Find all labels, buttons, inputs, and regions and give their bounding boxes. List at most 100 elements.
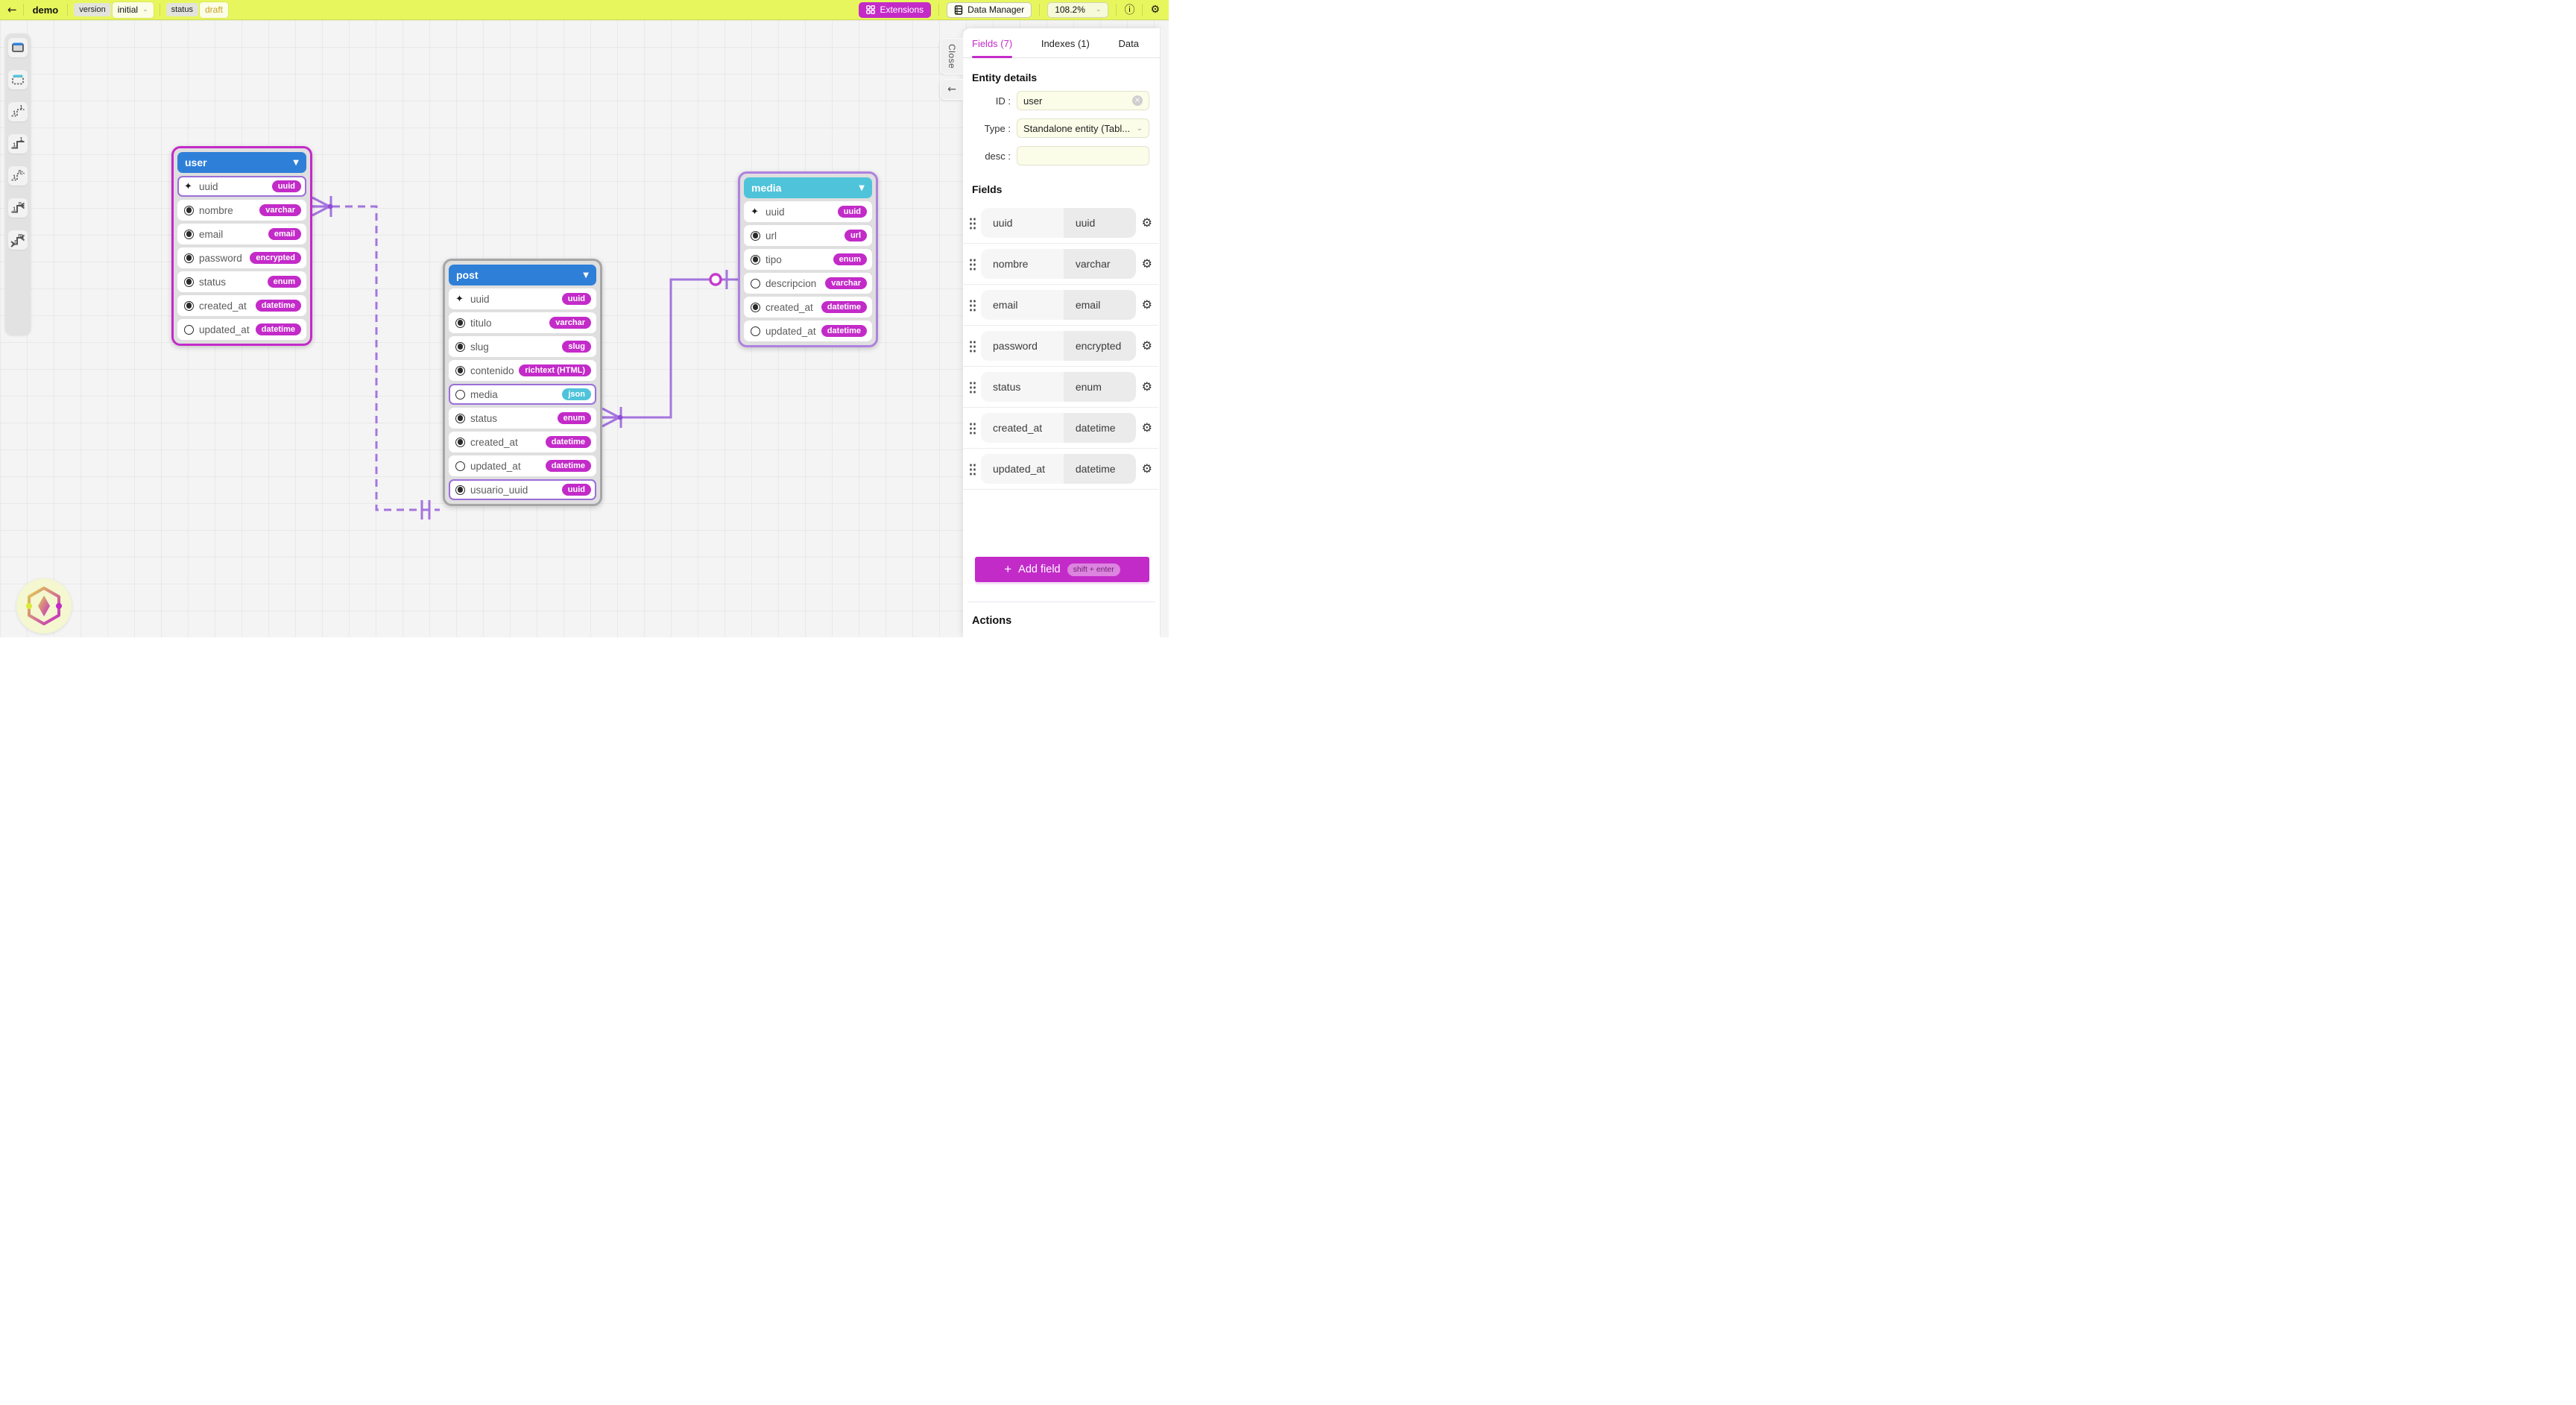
- field-name-input[interactable]: status: [981, 372, 1064, 402]
- entity-table-media[interactable]: media ▼ ✦ uuid uuid url url tipo enum de…: [738, 171, 878, 347]
- field-row[interactable]: url url: [744, 225, 872, 246]
- panel-scrollbar[interactable]: [1160, 28, 1169, 637]
- entity-id-value: user: [1023, 95, 1043, 107]
- field-row[interactable]: created_at datetime: [449, 432, 596, 452]
- field-row[interactable]: updated_at datetime: [449, 455, 596, 476]
- field-type-input[interactable]: datetime: [1063, 413, 1136, 443]
- settings-gear-icon[interactable]: ⚙: [1150, 4, 1160, 16]
- field-row[interactable]: slug slug: [449, 336, 596, 357]
- data-manager-button[interactable]: Data Manager: [947, 1, 1032, 18]
- drag-handle-icon[interactable]: [969, 380, 976, 394]
- table-title: media: [751, 182, 782, 194]
- entity-table-user[interactable]: user ▼ ✦ uuid uuid nombre varchar email …: [171, 146, 312, 346]
- field-type-input[interactable]: datetime: [1063, 454, 1136, 484]
- close-panel-tab[interactable]: Close: [940, 38, 963, 75]
- field-name: slug: [470, 341, 489, 353]
- field-name-input[interactable]: email: [981, 290, 1064, 320]
- many-to-many-relation-tool[interactable]: n m: [8, 230, 28, 250]
- tab-indexes[interactable]: Indexes (1): [1041, 38, 1090, 49]
- field-row[interactable]: ✦ uuid uuid: [177, 176, 306, 197]
- field-row[interactable]: nombre varchar: [177, 200, 306, 221]
- drag-handle-icon[interactable]: [969, 421, 976, 435]
- back-arrow-icon[interactable]: ←: [7, 3, 17, 16]
- field-row[interactable]: status enum: [449, 408, 596, 429]
- version-select[interactable]: initial ⌄: [112, 1, 154, 18]
- tab-fields[interactable]: Fields (7): [972, 38, 1013, 58]
- collapse-chevron-icon[interactable]: ▼: [293, 158, 299, 167]
- one-to-one-relation-tool[interactable]: 1 1: [8, 134, 28, 154]
- field-row[interactable]: contenido richtext (HTML): [449, 360, 596, 381]
- drag-handle-icon[interactable]: [969, 216, 976, 230]
- one-to-many-dashed-relation-tool[interactable]: 1 n: [8, 166, 28, 186]
- svg-text:1: 1: [20, 105, 23, 110]
- top-bar-right: Extensions Data Manager 108.2% ⌄ ⓘ ⚙: [859, 1, 1169, 18]
- one-to-many-relation-tool[interactable]: 1 n: [8, 198, 28, 218]
- field-name-input[interactable]: updated_at: [981, 454, 1064, 484]
- field-row[interactable]: titulo varchar: [449, 312, 596, 333]
- field-settings-gear-icon[interactable]: ⚙: [1141, 215, 1152, 230]
- field-settings-gear-icon[interactable]: ⚙: [1141, 297, 1152, 312]
- field-type-badge: enum: [833, 253, 867, 265]
- extensions-button[interactable]: Extensions: [859, 1, 932, 18]
- field-row[interactable]: tipo enum: [744, 249, 872, 270]
- field-row[interactable]: created_at datetime: [744, 297, 872, 318]
- one-to-one-dashed-relation-tool[interactable]: 1 1: [8, 102, 28, 121]
- entity-type-select[interactable]: Standalone entity (Tabl... ⌄: [1017, 119, 1149, 138]
- table-header[interactable]: media ▼: [744, 177, 872, 198]
- field-type-input[interactable]: email: [1063, 290, 1136, 320]
- field-row[interactable]: descripcion varchar: [744, 273, 872, 294]
- field-type-input[interactable]: varchar: [1063, 249, 1136, 279]
- collapse-panel-button[interactable]: ←: [940, 79, 963, 100]
- field-settings-gear-icon[interactable]: ⚙: [1141, 379, 1152, 394]
- tab-data[interactable]: Data: [1118, 38, 1139, 49]
- entity-desc-input[interactable]: [1017, 146, 1149, 165]
- entity-id-input[interactable]: user ×: [1017, 91, 1149, 110]
- field-row[interactable]: status enum: [177, 271, 306, 292]
- field-type-badge: encrypted: [250, 252, 301, 264]
- add-entity-tool[interactable]: [8, 38, 28, 57]
- help-icon[interactable]: ⓘ: [1124, 4, 1135, 16]
- table-header[interactable]: user ▼: [177, 152, 306, 173]
- zoom-level-select[interactable]: 108.2% ⌄: [1047, 1, 1109, 18]
- field-row[interactable]: password encrypted: [177, 247, 306, 268]
- add-virtual-entity-tool[interactable]: [8, 70, 28, 89]
- one-to-one-icon: 1 1: [11, 137, 25, 149]
- hexagon-logo-icon: [26, 587, 62, 625]
- field-row[interactable]: ✦ uuid uuid: [449, 288, 596, 309]
- panel-field-row: email email ⚙: [963, 285, 1158, 326]
- drag-handle-icon[interactable]: [969, 462, 976, 476]
- field-row[interactable]: updated_at datetime: [744, 321, 872, 341]
- field-type-input[interactable]: uuid: [1063, 208, 1136, 238]
- panel-field-row: updated_at datetime ⚙: [963, 449, 1158, 490]
- entity-icon: [12, 42, 24, 52]
- one-to-many-dashed-icon: 1 n: [11, 169, 25, 181]
- field-settings-gear-icon[interactable]: ⚙: [1141, 338, 1152, 353]
- field-settings-gear-icon[interactable]: ⚙: [1141, 461, 1152, 476]
- drag-handle-icon[interactable]: [969, 339, 976, 353]
- field-row[interactable]: media json: [449, 384, 596, 405]
- collapse-chevron-icon[interactable]: ▼: [583, 271, 589, 280]
- collapse-chevron-icon[interactable]: ▼: [859, 183, 865, 192]
- drag-handle-icon[interactable]: [969, 298, 976, 312]
- field-name-input[interactable]: uuid: [981, 208, 1064, 238]
- entity-table-post[interactable]: post ▼ ✦ uuid uuid titulo varchar slug s…: [443, 259, 602, 506]
- app-logo[interactable]: [16, 578, 72, 634]
- field-type-badge: datetime: [821, 325, 867, 337]
- field-row[interactable]: ✦ uuid uuid: [744, 201, 872, 222]
- field-row[interactable]: created_at datetime: [177, 295, 306, 316]
- clear-id-icon[interactable]: ×: [1132, 95, 1143, 106]
- table-header[interactable]: post ▼: [449, 265, 596, 285]
- field-row[interactable]: email email: [177, 224, 306, 244]
- drag-handle-icon[interactable]: [969, 257, 976, 271]
- field-name-input[interactable]: password: [981, 331, 1064, 361]
- field-settings-gear-icon[interactable]: ⚙: [1141, 256, 1152, 271]
- field-type-input[interactable]: enum: [1063, 372, 1136, 402]
- field-name-input[interactable]: nombre: [981, 249, 1064, 279]
- field-settings-gear-icon[interactable]: ⚙: [1141, 420, 1152, 435]
- field-name-input[interactable]: created_at: [981, 413, 1064, 443]
- required-field-icon: [455, 413, 465, 423]
- field-type-input[interactable]: encrypted: [1063, 331, 1136, 361]
- field-row[interactable]: usuario_uuid uuid: [449, 479, 596, 500]
- field-row[interactable]: updated_at datetime: [177, 319, 306, 340]
- add-field-button[interactable]: + Add field shift + enter: [975, 557, 1149, 582]
